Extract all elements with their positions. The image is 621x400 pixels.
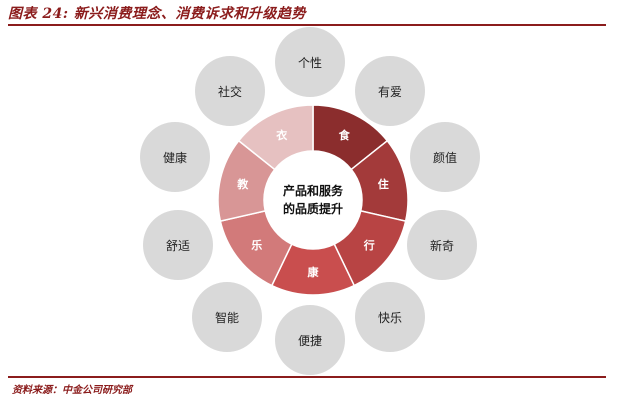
concept-label: 快乐	[377, 310, 402, 325]
concept-label: 舒适	[165, 238, 190, 253]
concept-bubble-happiness: 快乐	[355, 282, 425, 352]
concept-bubble-comfort: 舒适	[143, 210, 213, 280]
concept-label: 有爱	[377, 84, 402, 99]
concept-bubble-novelty: 新奇	[407, 210, 477, 280]
concept-label: 智能	[214, 310, 239, 325]
concept-bubble-convenience: 便捷	[275, 305, 345, 375]
title-divider	[8, 24, 606, 26]
figure-title: 图表 24: 新兴消费理念、消费诉求和升级趋势	[8, 6, 306, 22]
concept-label: 颜值	[432, 150, 457, 165]
concept-bubble-personality: 个性	[275, 27, 345, 97]
concept-bubble-smart: 智能	[192, 282, 262, 352]
concept-bubble-love: 有爱	[355, 56, 425, 126]
figure-source: 资料来源：中金公司研究部	[12, 385, 132, 396]
ring-segment-label: 教	[236, 177, 249, 191]
concept-label: 个性	[297, 55, 322, 70]
ring-segment-label: 乐	[251, 238, 262, 252]
ring-segment-label: 衣	[276, 128, 288, 142]
ring-segment	[237, 104, 314, 171]
concept-label: 社交	[217, 84, 242, 99]
center-line-1: 产品和服务	[283, 183, 344, 198]
ring-segment-label: 行	[363, 238, 375, 252]
concept-bubble-appearance: 颜值	[410, 122, 480, 192]
concept-bubble-social: 社交	[195, 56, 265, 126]
donut-hole	[265, 152, 361, 248]
concept-label: 新奇	[429, 238, 454, 253]
source-divider	[8, 376, 606, 378]
concept-label: 健康	[162, 150, 187, 165]
concept-label: 便捷	[297, 333, 322, 348]
ring-segment-label: 食	[339, 128, 351, 142]
center-line-2: 的品质提升	[283, 201, 343, 216]
ring-segment-label: 住	[378, 177, 389, 191]
ring-segment-label: 康	[308, 265, 320, 279]
concept-bubble-health: 健康	[140, 122, 210, 192]
